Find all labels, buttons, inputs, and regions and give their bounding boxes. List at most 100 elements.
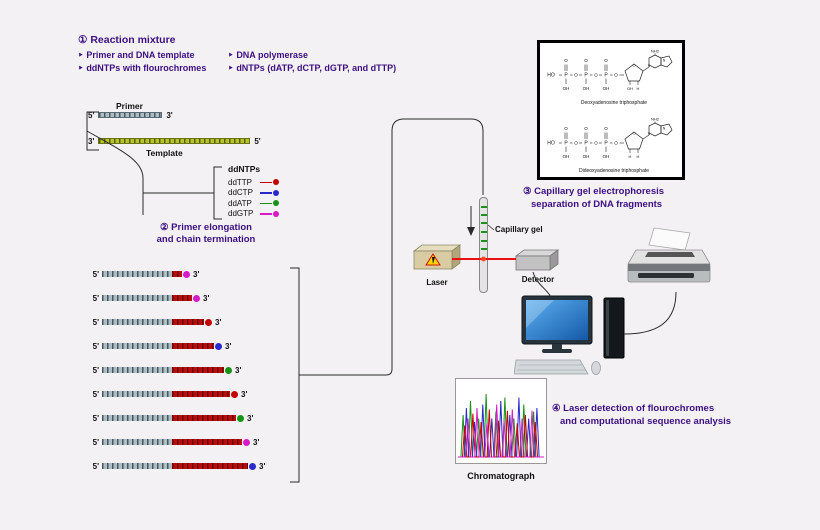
elongated-segment	[172, 415, 236, 421]
template-label: Template	[146, 148, 183, 158]
capillary-label-leader	[487, 224, 495, 231]
template-bar	[98, 138, 251, 144]
dna-fragment-row: 5'3'	[88, 366, 265, 375]
svg-text:H: H	[637, 86, 640, 91]
three-prime-label: 3'	[88, 136, 95, 146]
ddntp-legend-item: ddCTP	[228, 188, 279, 199]
ddntp-terminator-dot	[237, 414, 244, 422]
section2-line1: ② Primer elongation	[160, 222, 252, 233]
reaction-item-label: dNTPs (dATP, dCTP, dGTP, and dTTP)	[236, 63, 397, 73]
ddntp-dot	[273, 210, 279, 217]
svg-text:P: P	[564, 73, 568, 79]
svg-text:N: N	[663, 127, 666, 131]
svg-text:P: P	[604, 141, 608, 147]
chromatograph-label: Chromatograph	[467, 471, 535, 481]
bullet-icon: ‣	[78, 50, 84, 60]
gel-band	[481, 231, 487, 233]
ddntp-legend-item: ddGTP	[228, 209, 279, 220]
reaction-item-polymerase: ‣DNA polymerase	[228, 50, 308, 61]
three-prime-label: 3'	[225, 341, 232, 351]
svg-text:O: O	[594, 73, 598, 78]
gel-band	[481, 214, 487, 216]
laser-label: Laser	[426, 278, 448, 287]
ddntp-terminator-dot	[215, 342, 222, 350]
detector-label: Detector	[521, 275, 555, 284]
screen-sheen	[526, 300, 554, 328]
legend-connector-line	[260, 202, 272, 204]
elongated-segment	[172, 391, 230, 397]
svg-text:H: H	[629, 154, 632, 159]
svg-text:O: O	[564, 126, 568, 131]
svg-text:N: N	[663, 59, 666, 63]
keyboard	[514, 359, 589, 375]
ddntps-bracket	[213, 166, 222, 220]
five-prime-label: 5'	[92, 341, 99, 351]
three-prime-label: 3'	[215, 317, 222, 327]
svg-text:O: O	[574, 73, 578, 78]
bullet-icon: ‣	[78, 63, 84, 73]
reaction-item-label: DNA polymerase	[236, 50, 309, 60]
ddntp-dot	[273, 200, 279, 207]
primer-bar	[98, 112, 163, 118]
section4-line2: and computational sequence analysis	[560, 416, 732, 427]
svg-text:O: O	[574, 141, 578, 146]
chromatogram-traces	[458, 393, 544, 458]
svg-text:NH2: NH2	[651, 117, 660, 122]
five-prime-label: 5'	[92, 317, 99, 327]
svg-text:OH: OH	[603, 86, 610, 91]
svg-text:O: O	[584, 58, 588, 63]
ddntp-terminator-dot	[225, 366, 232, 374]
chromatogram-trace	[458, 404, 544, 458]
legend-connector-line	[260, 213, 272, 215]
elongated-segment	[172, 295, 192, 301]
svg-text:O: O	[604, 58, 608, 63]
chromatogram-panel	[455, 378, 547, 464]
primer-segment	[102, 439, 172, 445]
five-prime-label: 5'	[92, 461, 99, 471]
printer-feed-slot	[645, 252, 695, 257]
elongated-segment	[172, 271, 182, 277]
primer-segment	[102, 415, 172, 421]
svg-text:OH: OH	[563, 154, 570, 159]
ddntp-terminator-dot	[249, 462, 256, 470]
three-prime-label: 3'	[193, 269, 200, 279]
elongated-segment	[172, 439, 242, 445]
svg-text:O: O	[632, 131, 635, 136]
ddntp-terminator-dot	[183, 270, 190, 278]
bullet-icon: ‣	[228, 50, 234, 60]
elongated-segment	[172, 319, 204, 325]
svg-text:P: P	[564, 141, 568, 147]
svg-text:N: N	[648, 64, 651, 68]
five-prime-label: 5'	[92, 413, 99, 423]
computer-illustration	[514, 295, 625, 375]
reaction-item-primer-template: ‣Primer and DNA template	[78, 50, 195, 61]
printer-band	[628, 264, 710, 271]
terminated-fragments: 5'3'5'3'5'3'5'3'5'3'5'3'5'3'5'3'5'3'	[88, 269, 266, 486]
ddntp-dot	[273, 179, 279, 186]
ddntp-label: ddGTP	[228, 209, 254, 219]
ddntp-legend-item: ddTTP	[228, 177, 279, 188]
svg-text:O: O	[584, 126, 588, 131]
chromatogram-trace	[458, 409, 544, 458]
detector-front	[515, 255, 551, 271]
three-prime-label: 3'	[203, 293, 210, 303]
computer-to-printer-cable	[623, 291, 677, 335]
svg-text:OH: OH	[583, 86, 590, 91]
legend-connector-line	[260, 192, 272, 194]
primer-segment	[102, 343, 172, 349]
mouse	[591, 361, 601, 375]
three-prime-label: 3'	[166, 110, 173, 120]
printer-output-slot	[638, 273, 694, 278]
template-strand: 3' 5'	[88, 136, 261, 146]
svg-text:OH: OH	[583, 154, 590, 159]
section2-line2: and chain termination	[156, 234, 256, 245]
svg-text:H: H	[637, 154, 640, 159]
svg-text:Dideoxyadenosine triphosphate: Dideoxyadenosine triphosphate	[579, 168, 649, 174]
ddntp-label: ddCTP	[228, 188, 253, 198]
ddntp-terminator-dot	[205, 318, 212, 326]
